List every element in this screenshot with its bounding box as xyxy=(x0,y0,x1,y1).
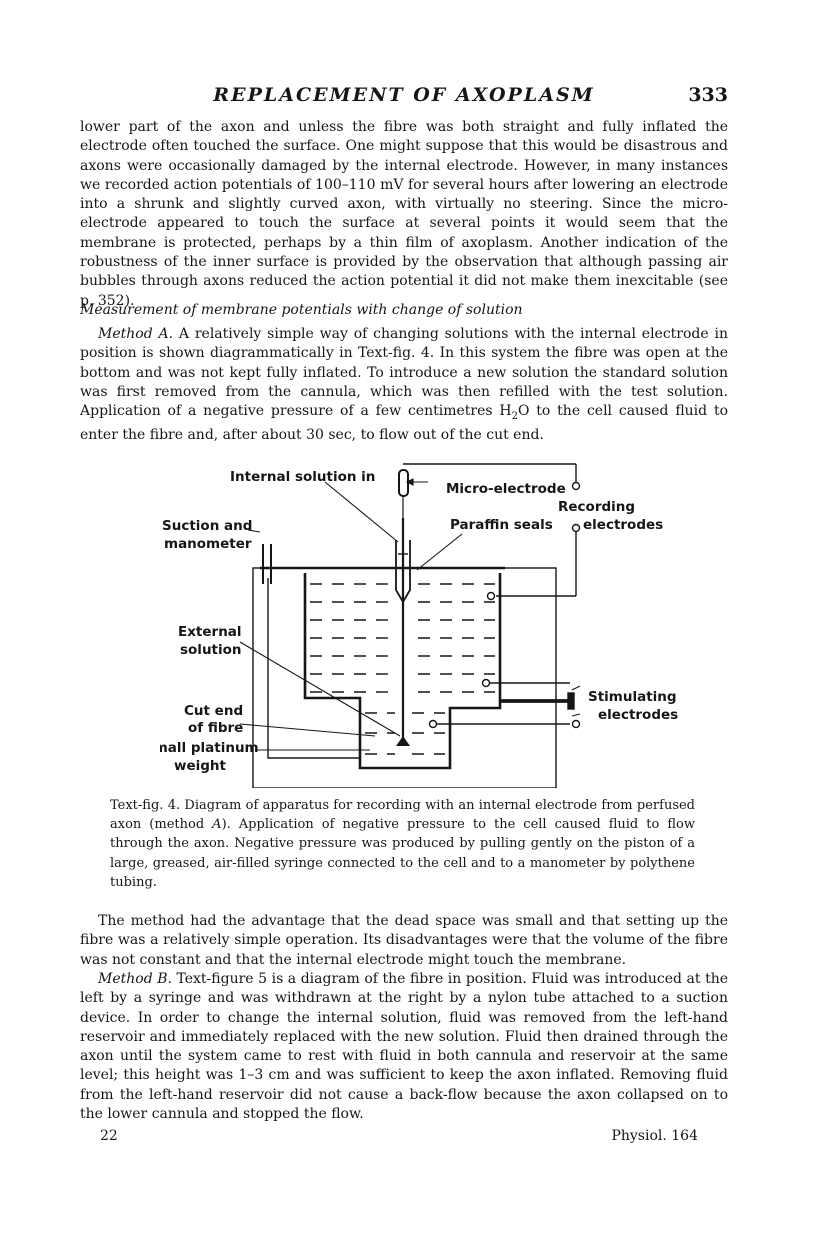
paragraph-method-advantage: The method had the advantage that the de… xyxy=(80,913,728,968)
method-a-subscript: 2 xyxy=(511,410,518,422)
method-a-text-1: A relatively simple way of changing solu… xyxy=(80,326,729,420)
label-recording: Recording xyxy=(558,499,635,515)
paragraph-method-a: Method A. A relatively simple way of cha… xyxy=(80,325,728,446)
apparatus-diagram: Internal solution in Micro-electrode Rec… xyxy=(160,463,678,788)
page-footer: 22 Physiol. 164 xyxy=(80,1128,728,1148)
caption-suffix: ). Application of negative pressure to t… xyxy=(110,817,695,890)
caption-method-letter: A xyxy=(212,817,222,833)
label-paraffin-seals: Paraffin seals xyxy=(450,517,553,533)
paragraph-intro: lower part of the axon and unless the fi… xyxy=(80,119,728,309)
method-b-text: Text-figure 5 is a diagram of the fibre … xyxy=(80,971,729,1123)
label-micro-electrode: Micro-electrode xyxy=(446,481,566,497)
label-internal-solution-in: Internal solution in xyxy=(230,469,375,485)
label-weight: weight xyxy=(174,758,227,774)
method-a-label: Method A. xyxy=(98,326,174,342)
figure-caption: Text-fig. 4. Diagram of apparatus for re… xyxy=(110,796,695,892)
label-of-fibre: of fibre xyxy=(188,720,243,736)
footer-signature: 22 xyxy=(100,1128,118,1144)
section-subheading: Measurement of membrane potentials with … xyxy=(80,302,523,318)
label-solution: solution xyxy=(180,642,242,658)
label-recording-electrodes: electrodes xyxy=(583,517,663,533)
micro-electrode xyxy=(398,469,409,497)
label-manometer: manometer xyxy=(164,536,252,552)
cell-container xyxy=(303,573,502,770)
method-b-label: Method B. xyxy=(98,971,172,987)
running-title: REPLACEMENT OF AXOPLASM xyxy=(213,84,595,106)
caption-prefix: Text-fig. 4. Diagram of apparatus for re… xyxy=(110,798,695,833)
paragraph-method-b: Method B. Text-figure 5 is a diagram of … xyxy=(80,970,728,1124)
leader-lines xyxy=(239,478,581,751)
label-cut-end: Cut end xyxy=(184,703,243,719)
label-small-platinum: Small platinum xyxy=(160,740,259,756)
footer-journal: Physiol. 164 xyxy=(611,1128,698,1144)
label-stimulating: Stimulating xyxy=(588,689,677,705)
label-suction-and: Suction and xyxy=(162,518,252,534)
method-a-text-2: O to the cell caused fluid to enter the … xyxy=(80,403,729,444)
label-external: External xyxy=(178,624,242,640)
label-stimulating-electrodes: electrodes xyxy=(598,707,678,723)
running-head: REPLACEMENT OF AXOPLASM 333 xyxy=(80,84,728,112)
page-number: 333 xyxy=(688,84,728,106)
external-solution-fluid xyxy=(310,583,495,755)
